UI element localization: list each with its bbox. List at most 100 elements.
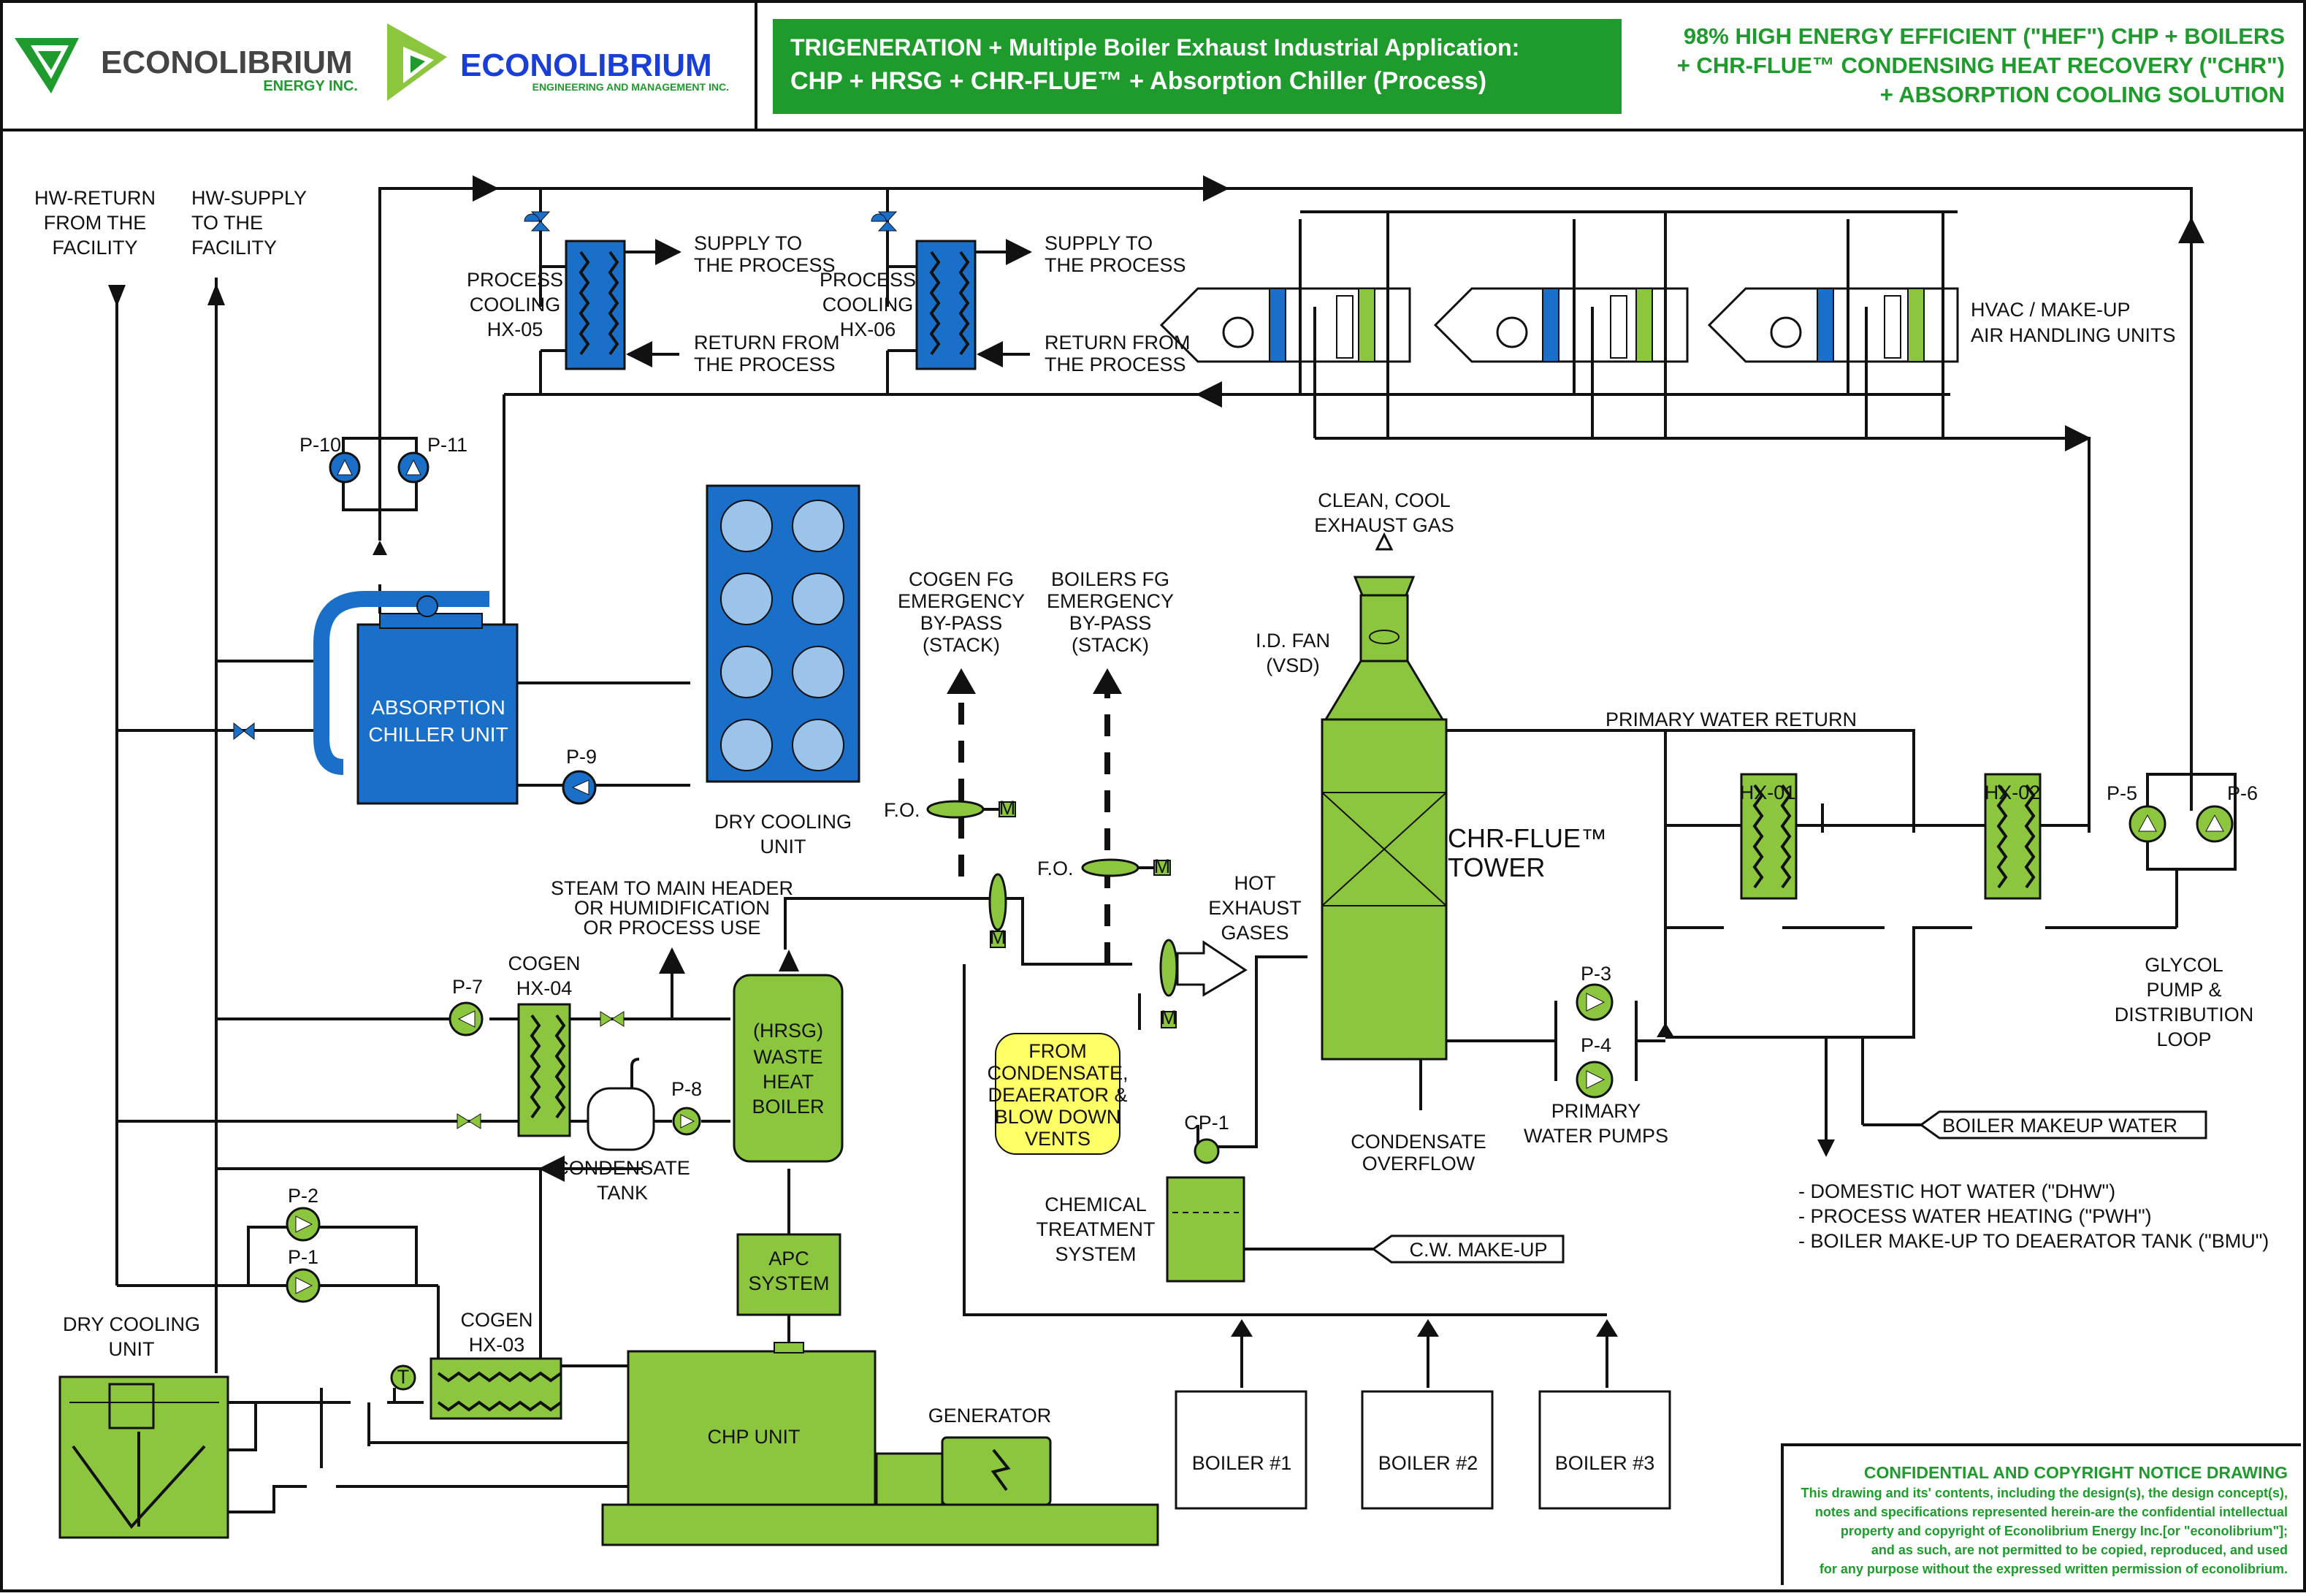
pumps-p1-p2[interactable] (286, 1207, 321, 1303)
hx01-exchanger[interactable] (1665, 773, 1914, 900)
dry-cooling-unit-bottom[interactable] (58, 1375, 229, 1539)
fo1-label: F.O. (884, 799, 920, 821)
hx04-valves[interactable] (457, 1011, 625, 1129)
hx02-exchanger[interactable] (1914, 773, 2089, 900)
generator-label: GENERATOR (928, 1405, 1052, 1427)
p8-pump[interactable] (672, 1107, 701, 1136)
flow-arrows (373, 541, 1835, 1337)
pumps-p3-p4[interactable] (1576, 983, 1614, 1099)
cw-makeup-tag[interactable] (1371, 1234, 1565, 1264)
fan-circle (792, 500, 844, 552)
notice-line4: and as such, are not permitted to be cop… (1871, 1543, 2288, 1557)
hrsg-boiler[interactable] (733, 974, 844, 1163)
hot-exhaust-arrow (1176, 940, 1248, 997)
pumps-p10-p11[interactable] (329, 437, 429, 511)
fan-circle (720, 573, 773, 625)
logo1-sub: ENERGY INC. (263, 78, 358, 94)
ahu-2[interactable] (1433, 212, 1689, 438)
chemical-treatment-tank[interactable] (1166, 1176, 1245, 1283)
ahu-1[interactable] (1159, 212, 1411, 438)
pc06-3: HX-06 (840, 318, 896, 340)
p7-pump[interactable] (448, 1001, 484, 1036)
notice-line1: This drawing and its' contents, includin… (1801, 1486, 2288, 1500)
p11-label: P-11 (427, 434, 467, 456)
t-sensor-label: T (397, 1366, 410, 1388)
clean-exhaust-2: EXHAUST GAS (1314, 514, 1454, 536)
generator[interactable] (941, 1436, 1052, 1506)
pc06-2: COOLING (822, 294, 914, 316)
notice-line5: for any purpose without the expressed wr… (1820, 1562, 2288, 1576)
cogen-fg-4: (STACK) (923, 634, 1000, 656)
id-fan-1: I.D. FAN (1256, 630, 1330, 652)
absorption-chiller[interactable]: ABSORPTION CHILLER UNIT (313, 591, 519, 805)
hx06-exchanger[interactable] (887, 239, 1032, 370)
hrsg-3: HEAT (763, 1071, 814, 1093)
hx02-label: HX-02 (1985, 782, 2041, 803)
fo-damper-2[interactable] (1081, 858, 1171, 877)
overflow-2: OVERFLOW (1362, 1153, 1475, 1175)
pumps-p5-p6[interactable] (2129, 805, 2234, 843)
boiler3-label: BOILER #3 (1555, 1452, 1655, 1474)
boilers-fg-1: BOILERS FG (1051, 568, 1169, 590)
hx05-exchanger[interactable] (541, 239, 682, 370)
cp1-label: CP-1 (1184, 1112, 1229, 1134)
chiller-label-1: ABSORPTION (371, 696, 505, 719)
logo1-name: ECONOLIBRIUM (101, 45, 353, 80)
overflow-1: CONDENSATE (1351, 1131, 1486, 1153)
fan-circle (720, 719, 773, 771)
cond-tank-2: TANK (597, 1182, 648, 1204)
fo-damper-1[interactable] (926, 800, 1016, 819)
from-cond-1: FROM (1028, 1040, 1086, 1062)
dry-bottom-2: UNIT (109, 1338, 155, 1360)
labels: HW-RETURN FROM THE FACILITY HW-SUPPLY TO… (34, 187, 2288, 1576)
fan-circle (792, 719, 844, 771)
boiler-2[interactable] (1361, 1390, 1494, 1510)
hx03-1: COGEN (460, 1309, 532, 1331)
chp-unit[interactable] (601, 1342, 1159, 1546)
primary-water-return: PRIMARY WATER RETURN (1606, 709, 1857, 730)
use-bmu: - BOILER MAKE-UP TO DEAERATOR TANK ("BMU… (1798, 1230, 2269, 1252)
condensate-tank[interactable] (587, 1058, 655, 1151)
pc05-2: COOLING (470, 294, 561, 316)
boiler-makeup-tag[interactable] (1919, 1110, 2207, 1139)
from-cond-2: CONDENSATE, (987, 1062, 1128, 1084)
boilers-fg-4: (STACK) (1072, 634, 1149, 656)
pc05-1: PROCESS (467, 269, 563, 291)
chr-flue-tower[interactable] (1321, 532, 1448, 1061)
dry-top-2: UNIT (760, 836, 806, 858)
boiler1-label: BOILER #1 (1192, 1452, 1292, 1474)
control-valves-top[interactable] (524, 211, 898, 232)
hvac-1: HVAC / MAKE-UP (1971, 299, 2131, 321)
notice-title: CONFIDENTIAL AND COPYRIGHT NOTICE DRAWIN… (1864, 1463, 2288, 1482)
boiler-1[interactable] (1175, 1390, 1307, 1510)
drawing-border (0, 129, 2306, 1592)
from-cond-5: VENTS (1025, 1128, 1091, 1150)
cw-makeup-label[interactable]: C.W. MAKE-UP (1409, 1239, 1547, 1261)
title-line2: CHP + HRSG + CHR-FLUE™ + Absorption Chil… (790, 67, 1486, 95)
chem-3: SYSTEM (1055, 1243, 1136, 1265)
return06-1: RETURN FROM (1045, 332, 1190, 354)
p3-label: P-3 (1581, 963, 1611, 985)
hw-return-3: FACILITY (52, 237, 137, 259)
boilers-fg-3: BY-PASS (1069, 612, 1152, 634)
hw-return-1: HW-RETURN (34, 187, 156, 209)
cp1-pump[interactable] (1194, 1138, 1220, 1164)
cogen-hx03[interactable] (429, 1357, 562, 1420)
glycol-1: GLYCOL (2145, 954, 2223, 976)
ahu-3[interactable] (1707, 212, 1959, 438)
apc-system[interactable] (736, 1233, 841, 1316)
boiler-3[interactable] (1538, 1390, 1671, 1510)
p9-pump[interactable] (562, 770, 597, 805)
chiller-valve[interactable] (233, 722, 255, 741)
apc-2: SYSTEM (748, 1272, 829, 1294)
fan-circle (720, 646, 773, 698)
cogen-fg-2: EMERGENCY (898, 590, 1025, 612)
boiler-makeup-label[interactable]: BOILER MAKEUP WATER (1942, 1115, 2177, 1137)
p2-label: P-2 (288, 1185, 318, 1207)
cogen-damper[interactable] (988, 873, 1007, 948)
p7-label: P-7 (452, 976, 483, 998)
hot-exhaust-3: GASES (1221, 922, 1288, 944)
cogen-hx04[interactable] (517, 1003, 571, 1137)
p1-label: P-1 (288, 1246, 318, 1268)
